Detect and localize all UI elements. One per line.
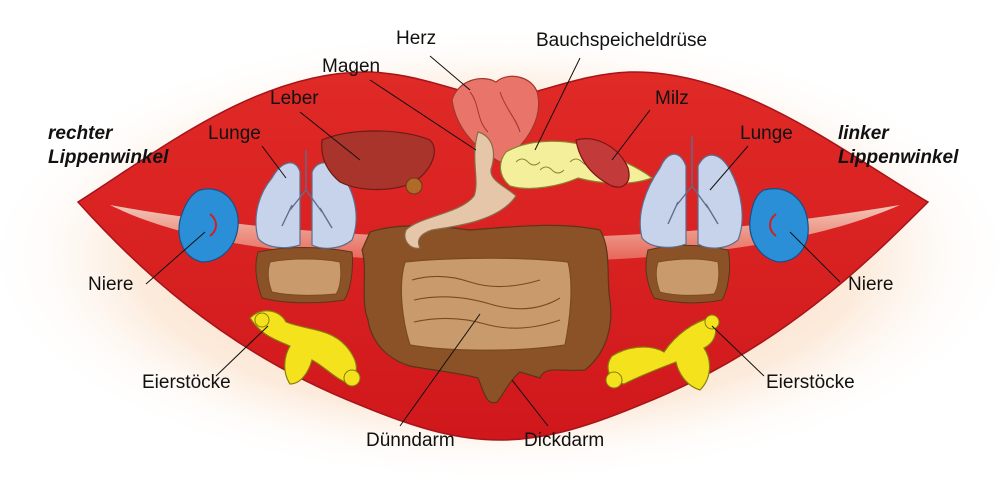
label-lunge-left: Lunge bbox=[208, 123, 261, 144]
spleen bbox=[575, 138, 630, 188]
right-lung bbox=[639, 136, 743, 249]
label-niere-right: Niere bbox=[848, 274, 894, 295]
right-lip-corner-line2: Lippenwinkel bbox=[48, 147, 169, 168]
label-milz: Milz bbox=[655, 88, 689, 109]
small-intestine-folds bbox=[411, 275, 561, 329]
left-kidney bbox=[178, 188, 239, 263]
label-eierstoecke-left: Eierstöcke bbox=[142, 372, 231, 393]
label-lunge-right: Lunge bbox=[740, 123, 793, 144]
left-lip-corner-line1: linker bbox=[838, 123, 889, 144]
left-lip-corner-line2: Lippenwinkel bbox=[838, 147, 959, 168]
label-dickdarm: Dickdarm bbox=[524, 430, 605, 451]
stomach bbox=[404, 131, 517, 249]
label-duenndarm: Dünndarm bbox=[366, 430, 455, 451]
label-bauchspeicheldruese: Bauchspeicheldrüse bbox=[536, 30, 708, 51]
label-niere-left: Niere bbox=[88, 274, 134, 295]
right-ovaries bbox=[605, 314, 720, 391]
left-small-intestine bbox=[267, 258, 342, 296]
right-small-intestine bbox=[655, 258, 720, 296]
right-kidney bbox=[749, 188, 809, 263]
label-magen: Magen bbox=[322, 56, 381, 77]
right-lip-corner-line1: rechter bbox=[48, 123, 113, 144]
label-herz: Herz bbox=[396, 28, 437, 49]
right-lip-corner-label: rechter Lippenwinkel bbox=[48, 122, 168, 170]
left-lip-corner-label: linker Lippenwinkel bbox=[838, 122, 958, 170]
leader-lines bbox=[145, 55, 841, 427]
label-leber: Leber bbox=[270, 88, 319, 109]
gallbladder bbox=[405, 177, 423, 195]
left-ovaries bbox=[249, 310, 361, 387]
label-eierstoecke-right: Eierstöcke bbox=[766, 372, 855, 393]
